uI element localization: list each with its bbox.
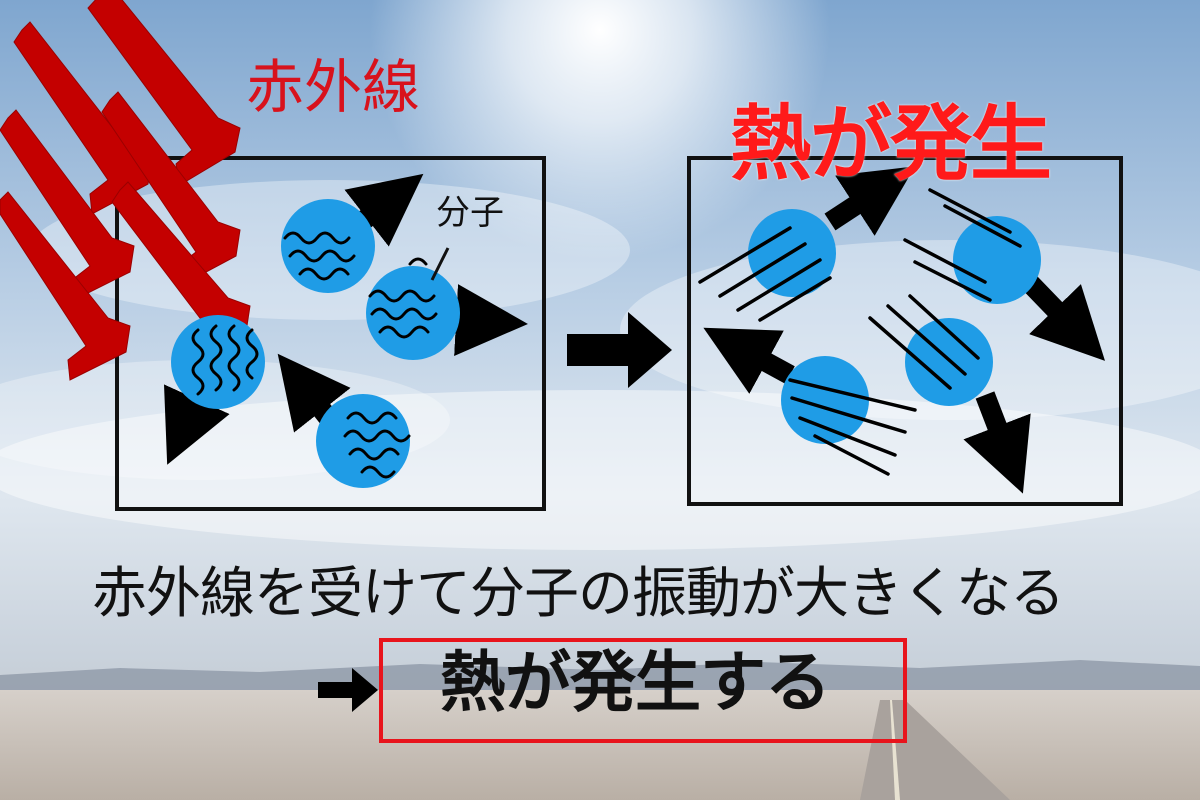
infrared-ray-icon [0,0,251,381]
wavy-lines-icon [191,231,438,479]
caption-text: 赤外線を受けて分子の振動が大きくなる [92,561,1065,625]
molecule-pointer-line [430,247,450,281]
molecule-label: 分子 [436,193,504,233]
heat-generated-title: 熱が発生 [730,97,1052,192]
infrared-label: 赤外線 [246,53,421,121]
after-panel-frame [687,156,1123,506]
speed-lines-icon [698,188,1022,476]
result-text: 熱が発生する [440,644,831,721]
transition-arrow-icon [567,312,672,388]
result-arrow-icon [318,668,378,712]
result-box [379,638,907,743]
motion-arrow-icon [703,166,1105,494]
